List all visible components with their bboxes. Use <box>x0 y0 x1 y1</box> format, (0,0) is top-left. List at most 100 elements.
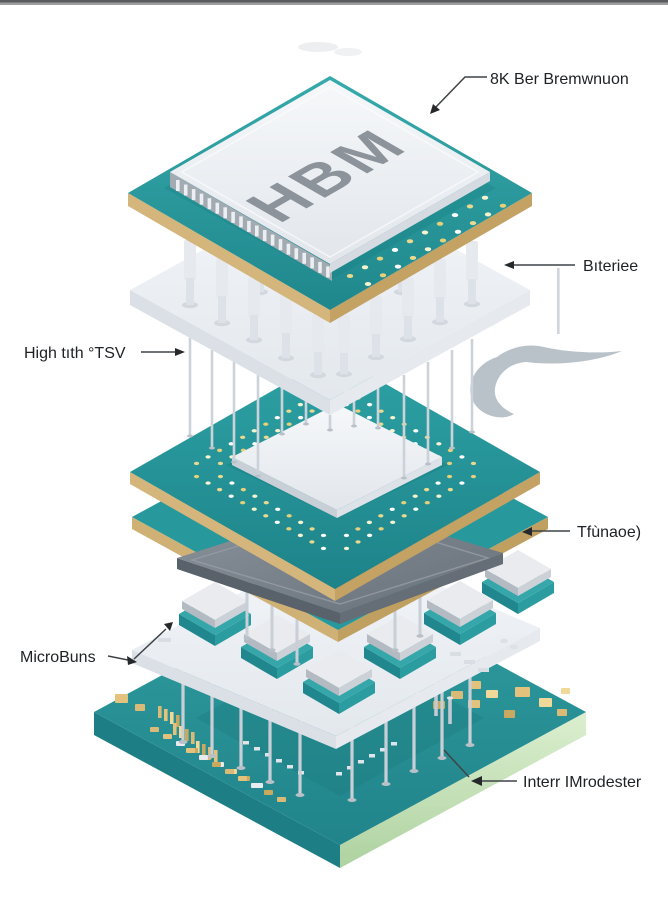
hbm-chip-fins <box>176 180 330 278</box>
gold-dot <box>499 203 507 208</box>
pad-dot <box>435 481 441 485</box>
pin-upper <box>280 295 292 335</box>
pad-dot <box>274 520 280 525</box>
slab5-side-left <box>132 650 336 749</box>
pad-dot <box>228 494 234 498</box>
fin-tooth <box>326 266 330 278</box>
pad-dot <box>355 527 361 531</box>
gold-dot <box>469 221 477 226</box>
gold-dot <box>391 247 399 252</box>
pad-dot <box>320 533 327 538</box>
annotation-bottom-right-label: Interr IMrodester <box>523 774 642 791</box>
tsv-needle <box>256 375 260 476</box>
board1-edge-gold-right <box>330 193 532 323</box>
pad-dot <box>470 474 477 479</box>
tsv-needle <box>450 350 454 448</box>
pad-dot <box>378 527 384 531</box>
micro-chip-cap-right <box>518 569 551 596</box>
fin-tooth <box>183 184 188 196</box>
annotation-bottom-right: Interr IMrodester <box>443 749 642 791</box>
micro-chip-cap-left <box>427 600 460 627</box>
needle <box>418 578 422 636</box>
needle <box>393 585 397 650</box>
needle-foot <box>293 662 301 666</box>
pad-dot <box>263 435 269 439</box>
needle-foot <box>279 432 285 436</box>
micro-chip-base-left <box>303 682 339 714</box>
pad-tick <box>369 754 375 758</box>
pad-dot <box>366 520 372 525</box>
needle-foot <box>303 422 309 426</box>
pad-dot <box>413 507 419 511</box>
arrow-down-left-icon <box>430 104 440 114</box>
fin-tooth <box>286 243 291 255</box>
pin-lower <box>282 333 290 358</box>
annotation-left-upper-label: High tıth °TSV <box>24 345 126 362</box>
gold-dot <box>361 265 369 270</box>
pad-tick <box>276 759 282 763</box>
fin-tooth <box>255 225 259 237</box>
pin-foot <box>236 766 246 770</box>
pad-dot <box>320 546 327 551</box>
pad-dot <box>378 409 384 413</box>
leader-line <box>443 749 470 778</box>
pin-lower <box>186 278 194 305</box>
pad-dot <box>263 422 269 426</box>
annotation-left-lower-label: MicroBuns <box>20 649 96 666</box>
pad-bar <box>185 729 189 741</box>
pad-dot <box>367 533 373 538</box>
pin-lower <box>404 316 412 339</box>
pin-upper <box>184 240 196 280</box>
pad-dot <box>286 527 292 531</box>
pad-tick <box>336 772 342 776</box>
hbm-chip-side-right <box>330 172 490 273</box>
annotation-left-lower: MicroBuns <box>20 622 173 666</box>
tsv-needle <box>304 401 308 424</box>
pin-lower <box>340 353 348 374</box>
pad-dot <box>309 527 315 531</box>
swoosh-icon <box>470 345 622 418</box>
pad-square <box>469 681 481 689</box>
pad-dot <box>217 474 224 479</box>
annotation-right-middle-label: Tfùnaoe) <box>577 524 641 541</box>
pad-dot <box>366 415 372 420</box>
arrow-right-icon <box>127 656 137 665</box>
leader-line <box>107 655 129 661</box>
pin-needle <box>350 724 354 800</box>
slab5-mark <box>158 638 171 642</box>
gold-dot <box>484 212 492 217</box>
pad-dot <box>424 487 430 492</box>
dark-die-side-right <box>340 553 503 624</box>
pad-dot <box>252 442 258 446</box>
micro-chip-cap-left <box>367 634 400 661</box>
fin-tooth <box>302 252 306 264</box>
annotation-right-upper-label: Bıteriee <box>583 258 638 275</box>
pin-needle <box>268 708 272 782</box>
gold-dot <box>376 256 384 261</box>
annotation-top-right-label: 8K Ber Bremwnuon <box>490 71 629 88</box>
pad-dot <box>446 474 453 479</box>
fin-tooth <box>239 216 243 228</box>
board1-edge-gold-left <box>128 193 330 323</box>
micro-chip-cap-top <box>306 650 372 688</box>
pad-dot <box>286 514 292 518</box>
pad-square <box>135 704 145 711</box>
pin-foot <box>465 743 475 747</box>
micro-chip-base-left <box>241 647 277 679</box>
pad-square <box>557 709 567 716</box>
pins-slab5-to-substrate <box>178 665 475 802</box>
micro-chip-cap-right <box>215 601 248 628</box>
fin-tooth <box>223 207 227 219</box>
pin-upper <box>312 314 324 354</box>
gold-dot <box>379 273 387 278</box>
pad-dot <box>436 494 442 498</box>
pad-dot <box>193 474 200 479</box>
arrow-right-icon <box>175 348 185 356</box>
micro-chip-base-right <box>215 614 251 646</box>
arrow-up-right-icon <box>164 622 173 631</box>
substrate-side-left <box>94 712 340 868</box>
needle <box>295 598 299 664</box>
pad-dot <box>274 415 280 420</box>
needle-foot <box>469 430 475 434</box>
fin-tooth <box>191 189 196 201</box>
